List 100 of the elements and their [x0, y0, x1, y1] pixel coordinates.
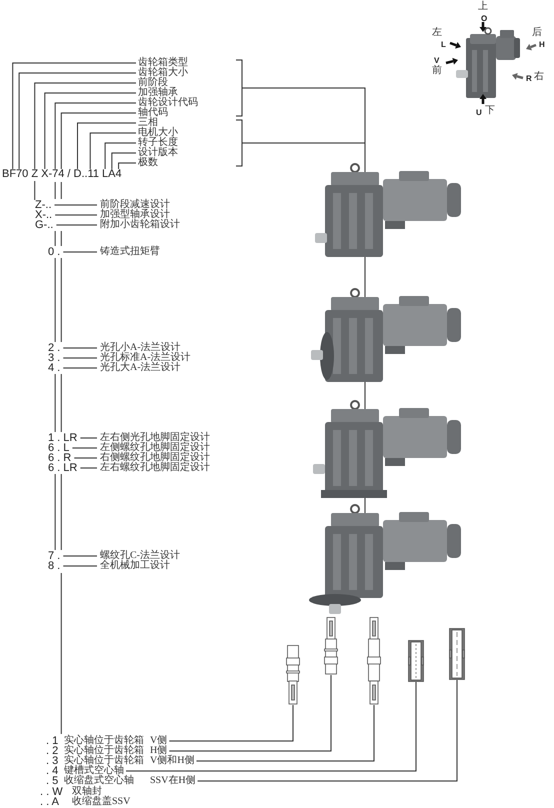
option-code: 3 . [48, 353, 60, 363]
part-label: 加强轴承 [138, 88, 178, 98]
option-description: 附加小齿轮箱设计 [100, 220, 180, 230]
option-description: 铸造式扭矩臂 [100, 247, 160, 257]
connector-line [60, 474, 62, 550]
part-label: 设计版本 [138, 148, 178, 158]
option-description: 光孔标准A-法兰设计 [100, 353, 191, 363]
option-code: 6 . LR [48, 463, 78, 473]
option-description: 双轴封 [72, 787, 102, 797]
option-description: 左右螺纹孔地脚固定设计 [100, 463, 210, 473]
leader-line [77, 122, 136, 170]
direction-label: V [434, 56, 440, 65]
direction-label: R [526, 74, 532, 83]
direction-label: 下 [485, 106, 495, 116]
part-label: 齿轮设计代码 [138, 98, 198, 108]
connector-line [60, 374, 62, 432]
direction-label: H [539, 40, 545, 49]
option-description: 前阶段减速设计 [100, 200, 170, 210]
part-label: 轴代码 [138, 108, 168, 118]
option-code: 4 . [48, 363, 60, 373]
option-code: Z-.. [35, 200, 52, 210]
option-description: 加强型轴承设计 [100, 210, 170, 220]
leader-line [44, 92, 136, 170]
option-code: 2 . [48, 343, 60, 353]
part-label: 极数 [138, 158, 158, 168]
shaft-drawing [367, 617, 381, 705]
leader-line [34, 82, 136, 170]
direction-label: 前 [432, 66, 442, 76]
leader-line [54, 102, 136, 170]
option-description: 光孔大A-法兰设计 [100, 363, 181, 373]
leader-line [118, 162, 136, 170]
option-code: . 4 [46, 766, 58, 776]
connector-line [168, 674, 332, 752]
option-code: G-.. [35, 220, 54, 230]
shaft-drawing [449, 628, 465, 680]
part-label: 前阶段 [138, 78, 168, 88]
shaft-side-label: SSV在H侧 [150, 776, 196, 786]
connector-line [54, 230, 56, 246]
part-label: 电机大小 [138, 128, 178, 138]
direction-label: 右 [534, 72, 544, 82]
option-description: 螺纹孔C-法兰设计 [100, 551, 180, 561]
direction-label: U [476, 108, 482, 117]
option-description: 收缩盘盖SSV [72, 797, 130, 807]
leader-line [90, 132, 136, 170]
option-description: 收缩盘式空心轴 [64, 776, 134, 786]
connector-line [60, 230, 62, 246]
connector-line [197, 680, 458, 782]
connector-line [196, 704, 374, 762]
option-description: 实心轴位于齿轮箱 [64, 756, 144, 766]
connector-line [54, 204, 98, 206]
connector-line [60, 258, 62, 342]
direction-label: O [481, 14, 488, 23]
connector-line [60, 182, 62, 200]
leader-line [104, 142, 136, 170]
option-code: . 3 [46, 756, 58, 766]
option-code: . 1 [46, 736, 58, 746]
direction-label: L [441, 40, 446, 49]
direction-label: 后 [532, 28, 542, 38]
option-code: . 5 [46, 776, 58, 786]
shaft-side-label: H侧 [150, 746, 168, 756]
connector-line [54, 258, 56, 342]
option-description: 左右侧光孔地脚固定设计 [100, 433, 210, 443]
option-description: 左侧螺纹孔地脚固定设计 [100, 443, 210, 453]
option-code: 1 . LR [48, 433, 78, 443]
shaft-side-label: V侧 [150, 736, 168, 746]
option-code: . . A [40, 797, 59, 807]
connector-line [168, 704, 294, 742]
direction-label: 左 [432, 28, 442, 38]
direction-label: 上 [478, 2, 488, 12]
option-description: 键槽式空心轴 [64, 766, 124, 776]
option-description: 实心轴位于齿轮箱 [64, 736, 144, 746]
option-description: 右侧螺纹孔地脚固定设计 [100, 453, 210, 463]
part-label: 齿轮箱大小 [138, 68, 188, 78]
shaft-side-label: V侧和H侧 [150, 756, 194, 766]
option-code: 8 . [48, 561, 60, 571]
shaft-drawing [286, 645, 300, 705]
option-description: 全机械加工设计 [100, 561, 170, 571]
part-label: 转子长度 [138, 138, 178, 148]
option-code: X-.. [35, 210, 52, 220]
type-code: BF70 Z X-74 / D..11 LA4 [2, 168, 122, 181]
connector-line [54, 474, 56, 550]
leader-line [60, 112, 136, 170]
connector-line [54, 182, 56, 200]
connector-line [126, 682, 416, 772]
part-label: 齿轮箱类型 [138, 58, 188, 68]
option-code: 6 . L [48, 443, 70, 453]
connector-line [54, 214, 98, 216]
connector-line [56, 224, 98, 226]
option-description: 实心轴位于齿轮箱 [64, 746, 144, 756]
option-code: 6 . R [48, 453, 72, 463]
connector-line [54, 374, 56, 432]
option-code: 7 . [48, 551, 60, 561]
part-label: 三相 [138, 118, 158, 128]
connector-line [34, 180, 36, 200]
shaft-drawing [324, 617, 338, 675]
option-code: . 2 [46, 746, 58, 756]
option-description: 光孔小A-法兰设计 [100, 343, 181, 353]
option-code: . . W [40, 787, 63, 797]
option-code: 0 . [48, 247, 60, 257]
shaft-drawing [408, 640, 424, 682]
